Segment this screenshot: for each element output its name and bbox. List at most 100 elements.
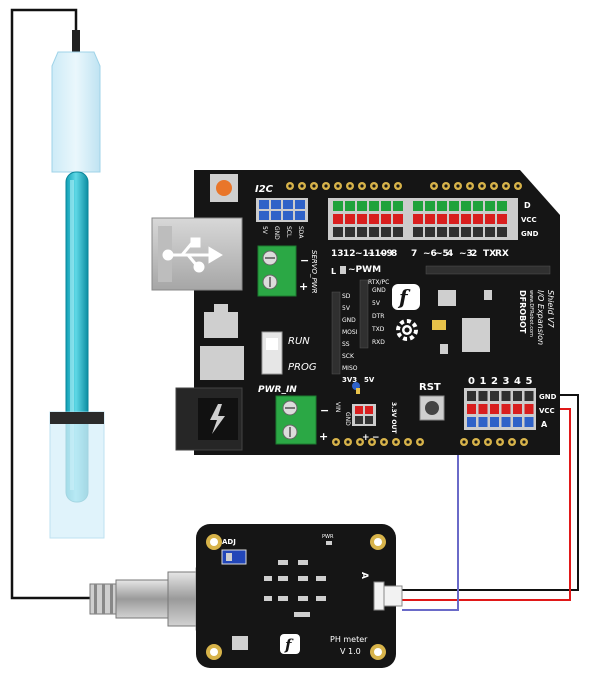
gnd-label: GND bbox=[344, 412, 351, 426]
uart-pin-label: GND bbox=[372, 287, 386, 294]
analog-pin-socket bbox=[501, 417, 511, 427]
run-prog-switch[interactable] bbox=[261, 331, 283, 375]
digital-pin-socket bbox=[497, 201, 507, 211]
digital-pin-socket bbox=[345, 214, 355, 224]
digital-pin-socket bbox=[369, 227, 379, 237]
digital-pin-label: ~11 bbox=[355, 249, 375, 259]
svg-text:5V: 5V bbox=[261, 226, 268, 235]
analog-pin-socket bbox=[490, 417, 499, 427]
spi-pin-label: 5V bbox=[342, 305, 351, 312]
analog-header[interactable] bbox=[464, 388, 536, 430]
svg-text:−: − bbox=[300, 254, 309, 267]
digital-pin-label: ~6 bbox=[423, 249, 437, 259]
top-gold-pads bbox=[286, 182, 522, 190]
power-out-header[interactable] bbox=[352, 404, 376, 426]
analog-pin-socket bbox=[513, 391, 522, 401]
digital-pin-label: 4 bbox=[447, 249, 453, 259]
digital-pin-socket bbox=[473, 214, 483, 224]
adj-potentiometer[interactable] bbox=[221, 549, 247, 565]
pwr-in-terminal[interactable] bbox=[275, 395, 317, 445]
digital-pin-socket bbox=[473, 201, 483, 211]
digital-pin-label: ~9 bbox=[379, 249, 393, 259]
digital-pin-label: 8 bbox=[391, 249, 397, 259]
analog-pin-socket bbox=[524, 417, 534, 427]
prog-label: PROG bbox=[288, 362, 317, 373]
wire-signal-blue bbox=[402, 442, 468, 611]
brand-label: DFROBOT bbox=[518, 290, 527, 334]
svg-text:GND: GND bbox=[273, 226, 280, 240]
v33-label: 3V3 bbox=[342, 376, 357, 384]
digital-pin-socket bbox=[425, 201, 435, 211]
spi-pin-label: SD bbox=[342, 293, 351, 300]
svg-text:SDA: SDA bbox=[297, 226, 304, 239]
servo-pwr-terminal[interactable] bbox=[257, 245, 297, 297]
digital-pin-socket bbox=[381, 214, 391, 224]
analog-pin-socket bbox=[467, 391, 476, 401]
digital-pin-socket bbox=[437, 201, 447, 211]
spi-header[interactable] bbox=[331, 291, 341, 375]
uart-pin-label: 5V bbox=[372, 300, 381, 307]
adj-label: ADJ bbox=[222, 538, 236, 546]
digital-pin-socket bbox=[485, 214, 495, 224]
lightning-icon bbox=[210, 404, 225, 434]
uart-pin-label: TXD bbox=[371, 326, 385, 333]
module-connector[interactable] bbox=[373, 581, 403, 611]
digital-pin-socket bbox=[497, 214, 507, 224]
rst-button[interactable] bbox=[419, 395, 445, 421]
uart-pin-label: DTR bbox=[372, 313, 384, 320]
analog-row-a: A bbox=[541, 420, 548, 429]
digital-pin-socket bbox=[333, 201, 343, 211]
digital-header[interactable] bbox=[328, 198, 518, 240]
ph-probe bbox=[49, 30, 105, 539]
digital-pin-socket bbox=[369, 214, 379, 224]
pwr-label: PWR bbox=[322, 534, 334, 540]
dfrobot-logo-icon: f bbox=[392, 284, 420, 310]
analog-pin-socket bbox=[478, 404, 488, 414]
digital-pin-label: 12 bbox=[343, 249, 356, 259]
dfrobot-module-logo-icon: f bbox=[280, 634, 300, 654]
svg-text:−: − bbox=[372, 433, 380, 443]
spi-pin-label: GND bbox=[342, 317, 356, 324]
reset-button-small[interactable] bbox=[210, 174, 238, 202]
analog-pin-socket bbox=[490, 391, 499, 401]
svg-text:+: + bbox=[362, 433, 370, 443]
i2c-header[interactable] bbox=[256, 198, 308, 222]
usb-port bbox=[151, 217, 243, 291]
digital-pin-socket bbox=[357, 214, 367, 224]
digital-pin-label: ~5 bbox=[435, 249, 449, 259]
module-name: PH meter bbox=[330, 635, 368, 644]
pwm-label: ~PWM bbox=[348, 265, 381, 275]
svg-text:f: f bbox=[397, 285, 411, 309]
gear-icon bbox=[396, 319, 418, 341]
shield-version: Shield V7 bbox=[546, 290, 555, 329]
svg-text:f: f bbox=[284, 636, 294, 654]
analog-pin-label: 0 bbox=[468, 376, 475, 387]
digital-pin-label: 13 bbox=[331, 249, 344, 259]
run-label: RUN bbox=[288, 336, 310, 347]
svg-text:+: + bbox=[319, 430, 328, 443]
digital-pin-socket bbox=[485, 201, 495, 211]
analog-pin-label: 2 bbox=[491, 376, 498, 387]
analog-pin-label: 5 bbox=[526, 376, 533, 387]
analog-pin-socket bbox=[524, 391, 534, 401]
analog-pin-socket bbox=[478, 391, 488, 401]
digital-pin-socket bbox=[393, 201, 403, 211]
analog-pin-socket bbox=[513, 404, 522, 414]
digital-pin-label: RX bbox=[495, 249, 509, 259]
digital-pin-socket bbox=[461, 201, 471, 211]
i2c-label: I2C bbox=[255, 184, 274, 195]
digital-pin-socket bbox=[381, 201, 391, 211]
dc-power-jack bbox=[175, 387, 243, 451]
analog-pin-socket bbox=[501, 404, 511, 414]
digital-pin-socket bbox=[449, 214, 459, 224]
digital-pin-socket bbox=[425, 214, 435, 224]
shield-title: I/O Expansion bbox=[536, 290, 545, 345]
digital-pin-socket bbox=[413, 227, 423, 237]
brand-url-label: www.DFRobot.com bbox=[528, 290, 534, 337]
spi-pin-label: SS bbox=[342, 341, 350, 348]
uart-header[interactable] bbox=[359, 279, 369, 349]
v5-label: 5V bbox=[364, 376, 375, 384]
